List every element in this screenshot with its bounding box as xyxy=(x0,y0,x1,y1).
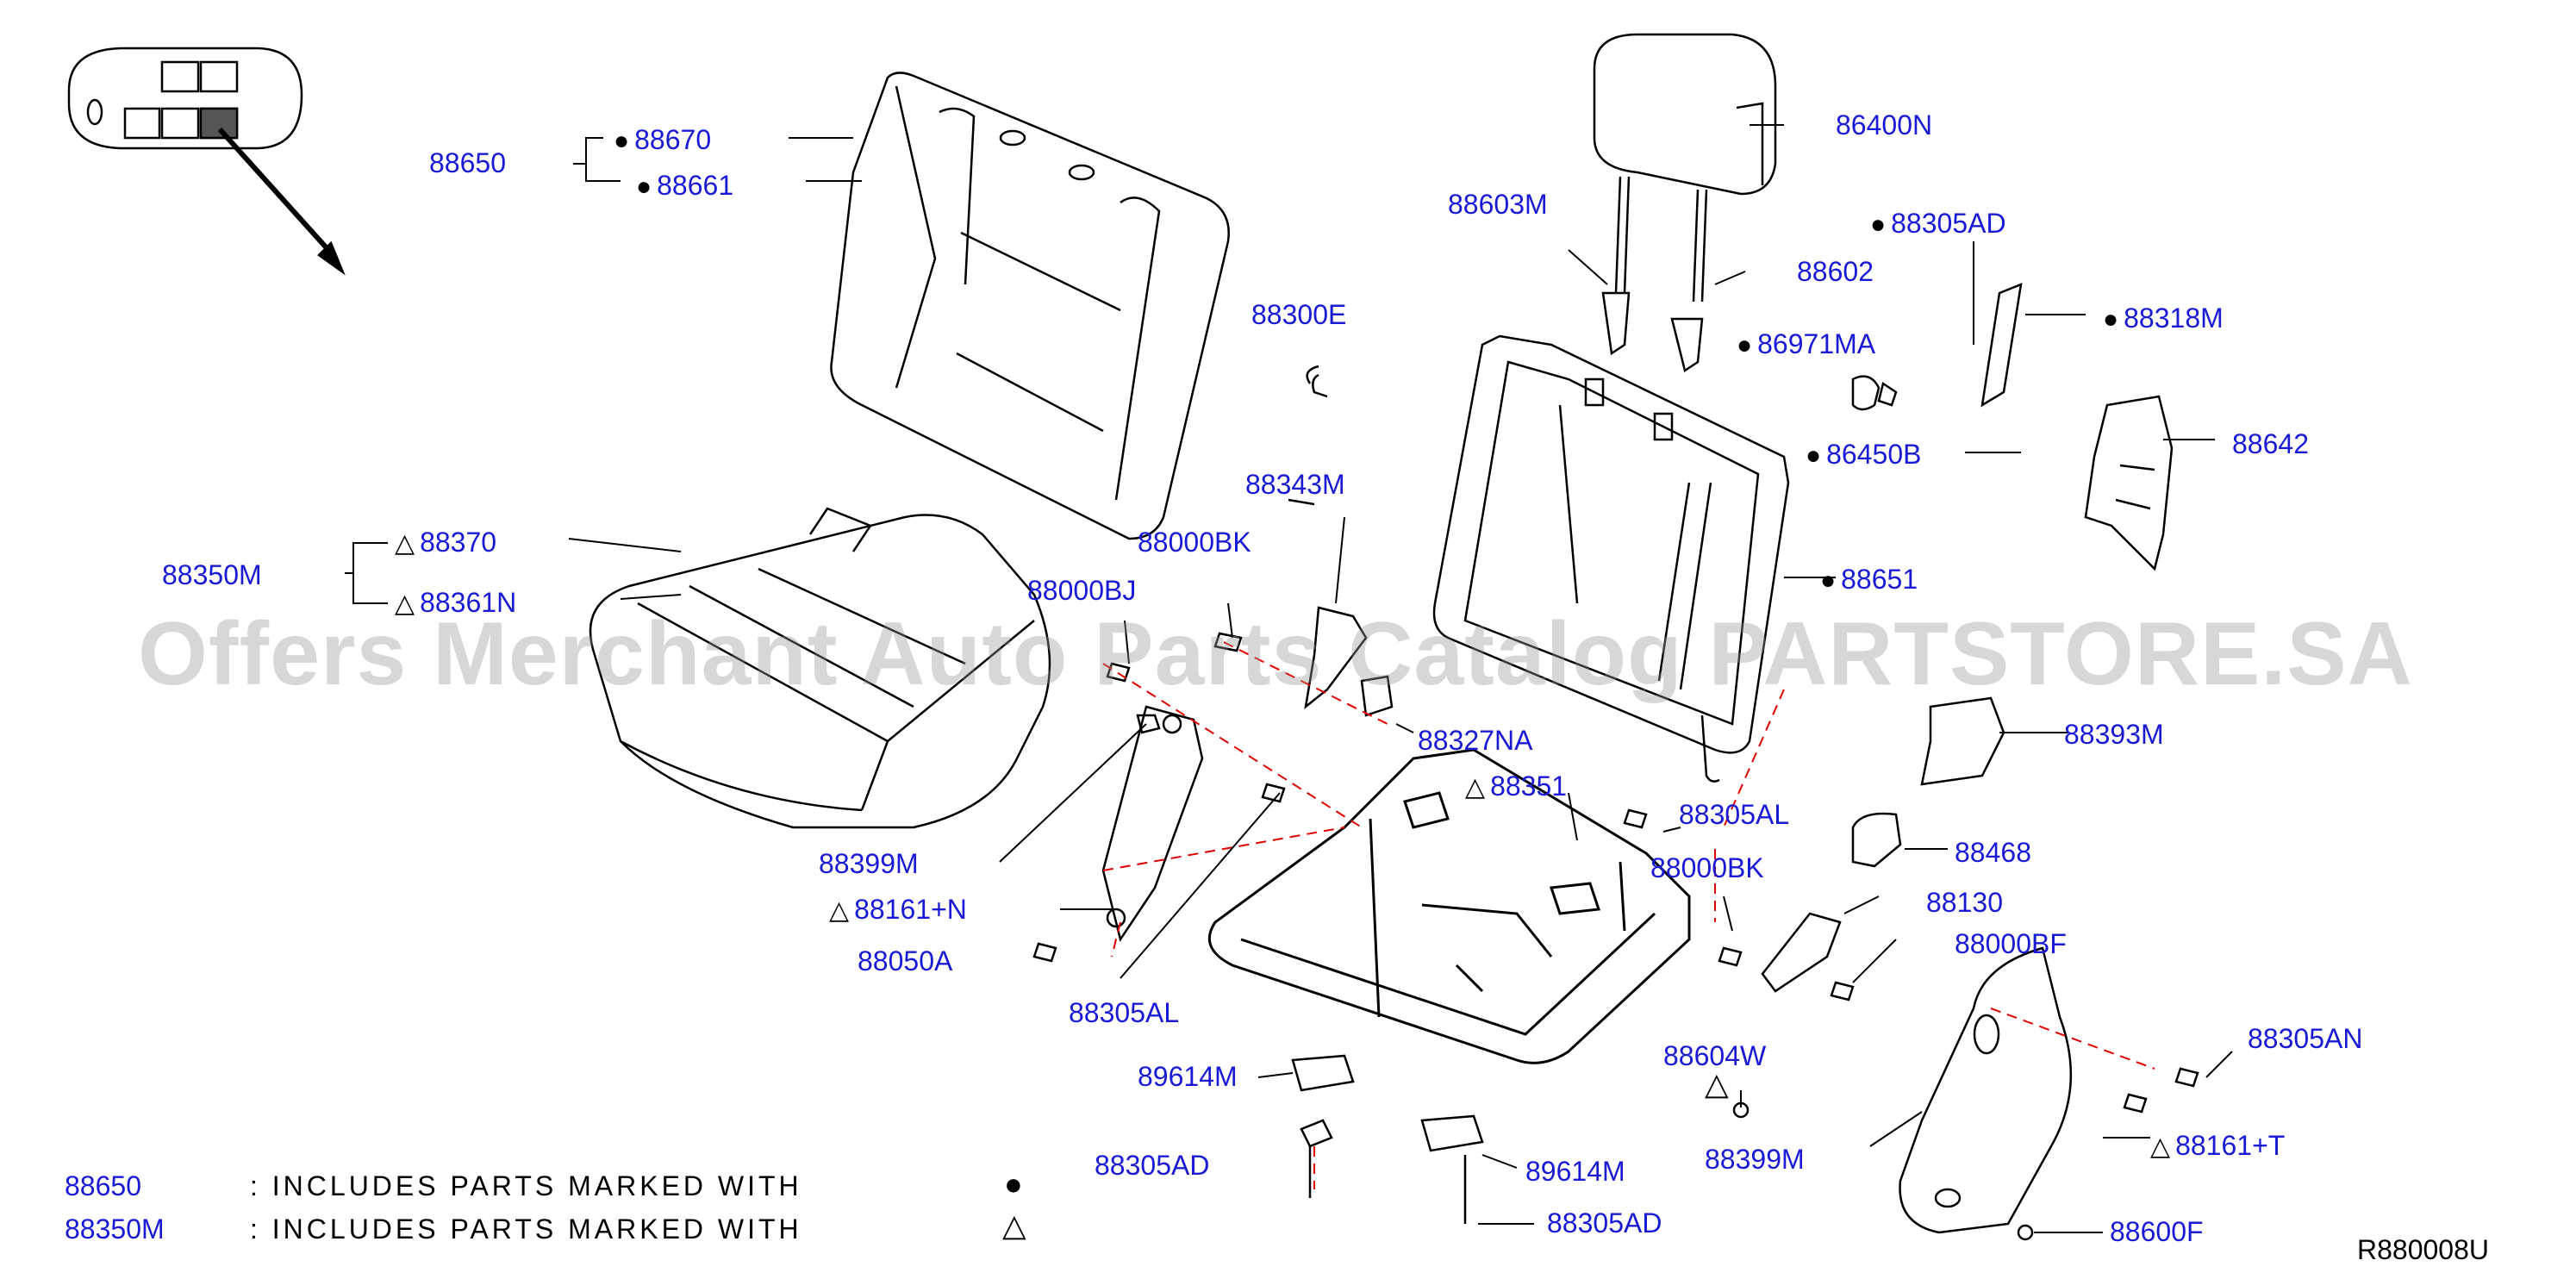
legend-text-88350M: : INCLUDES PARTS MARKED WITH xyxy=(250,1213,802,1245)
part-label-88000BF[interactable]: 88000BF xyxy=(1955,928,2067,959)
part-label-88318M[interactable]: ●88318M xyxy=(2103,303,2224,334)
part-label-88000BJ[interactable]: 88000BJ xyxy=(1027,575,1137,606)
part-label-88399M-left[interactable]: 88399M xyxy=(819,848,919,879)
legend-code-88650: 88650 xyxy=(65,1170,141,1201)
part-label-88351[interactable]: △88351 xyxy=(1465,771,1568,802)
part-label-88642[interactable]: 88642 xyxy=(2232,428,2309,459)
legend-code-88350M: 88350M xyxy=(65,1213,165,1245)
legend-text-88650: : INCLUDES PARTS MARKED WITH xyxy=(250,1170,802,1201)
dot-marker-icon: ● xyxy=(1820,566,1837,595)
part-label-88050A[interactable]: 88050A xyxy=(858,945,953,976)
part-label-88305AN[interactable]: 88305AN xyxy=(2248,1023,2363,1054)
part-label-88161N[interactable]: △88161+N xyxy=(829,894,967,925)
part-label-88602[interactable]: 88602 xyxy=(1797,256,1874,287)
triangle-marker-icon: △ xyxy=(1002,1207,1026,1243)
part-label-88670[interactable]: ●88670 xyxy=(614,124,712,155)
vehicle-locator-icon xyxy=(67,47,346,276)
triangle-marker-icon: △ xyxy=(1465,773,1486,802)
part-label-88370[interactable]: △88370 xyxy=(395,527,497,558)
dot-marker-icon: ● xyxy=(2103,305,2119,334)
part-label-88603M[interactable]: 88603M xyxy=(1448,189,1548,220)
part-label-86971MA[interactable]: ●86971MA xyxy=(1737,328,1876,359)
part-label-88305AL-left[interactable]: 88305AL xyxy=(1069,997,1180,1028)
part-label-88327NA[interactable]: 88327NA xyxy=(1418,725,1533,756)
diagram-reference-code: R880008U xyxy=(2357,1234,2489,1265)
seat-cushion xyxy=(589,507,1051,829)
part-label-88305AD-bottom[interactable]: 88305AD xyxy=(1547,1207,1662,1238)
seat-cushion-frame xyxy=(1207,748,1691,1064)
right-side-components xyxy=(1761,283,2174,1234)
assembly-guide-lines xyxy=(1102,641,2155,1189)
seat-back-cushion xyxy=(830,72,1230,540)
part-label-88300E[interactable]: 88300E xyxy=(1251,299,1347,330)
headrest xyxy=(1593,33,1777,373)
part-label-88305AD-left[interactable]: 88305AD xyxy=(1095,1150,1210,1181)
part-label-86400N[interactable]: 86400N xyxy=(1836,109,1933,140)
dot-marker-icon: ● xyxy=(1004,1166,1023,1201)
part-label-89614M-left[interactable]: 89614M xyxy=(1138,1061,1238,1092)
leader-lines xyxy=(345,124,2233,1233)
part-label-88399M-right[interactable]: 88399M xyxy=(1705,1144,1805,1175)
part-label-88661[interactable]: ●88661 xyxy=(636,170,734,201)
part-label-88130[interactable]: 88130 xyxy=(1926,887,2003,918)
part-label-88361N[interactable]: △88361N xyxy=(395,587,517,618)
part-label-86450B[interactable]: ●86450B xyxy=(1806,439,1922,470)
part-label-88305AD-top[interactable]: ●88305AD xyxy=(1870,208,2006,239)
watermark-text: Offers Merchant Auto Parts Catalog PARTS… xyxy=(138,604,2413,704)
triangle-marker-icon: △ xyxy=(829,896,850,925)
triangle-marker-icon: △ xyxy=(1705,1066,1729,1101)
dot-marker-icon: ● xyxy=(636,172,652,201)
part-label-88651[interactable]: ●88651 xyxy=(1820,564,1918,595)
dot-marker-icon: ● xyxy=(614,127,630,155)
part-label-88350M[interactable]: 88350M xyxy=(162,559,262,590)
part-label-88393M[interactable]: 88393M xyxy=(2064,719,2164,750)
part-label-88600F[interactable]: 88600F xyxy=(2110,1216,2204,1247)
part-label-89614M-bottom[interactable]: 89614M xyxy=(1525,1156,1625,1187)
triangle-marker-icon: △ xyxy=(2150,1132,2171,1161)
part-label-88000BK-top[interactable]: 88000BK xyxy=(1138,527,1251,558)
part-label-88650[interactable]: 88650 xyxy=(429,147,506,178)
fasteners xyxy=(1032,373,2199,1241)
part-label-88604W[interactable]: 88604W xyxy=(1663,1040,1767,1071)
part-label-88468[interactable]: 88468 xyxy=(1955,837,2031,868)
dot-marker-icon: ● xyxy=(1870,210,1887,239)
part-label-88000BK-mid[interactable]: 88000BK xyxy=(1650,852,1764,883)
part-label-88343M[interactable]: 88343M xyxy=(1245,469,1345,500)
part-label-88161T[interactable]: △88161+T xyxy=(2150,1130,2286,1161)
part-label-88305AL-right[interactable]: 88305AL xyxy=(1679,799,1790,830)
dot-marker-icon: ● xyxy=(1806,441,1822,470)
seat-back-frame xyxy=(1432,334,1790,783)
triangle-marker-icon: △ xyxy=(395,529,415,558)
dot-marker-icon: ● xyxy=(1737,331,1753,359)
triangle-marker-icon: △ xyxy=(395,590,415,618)
